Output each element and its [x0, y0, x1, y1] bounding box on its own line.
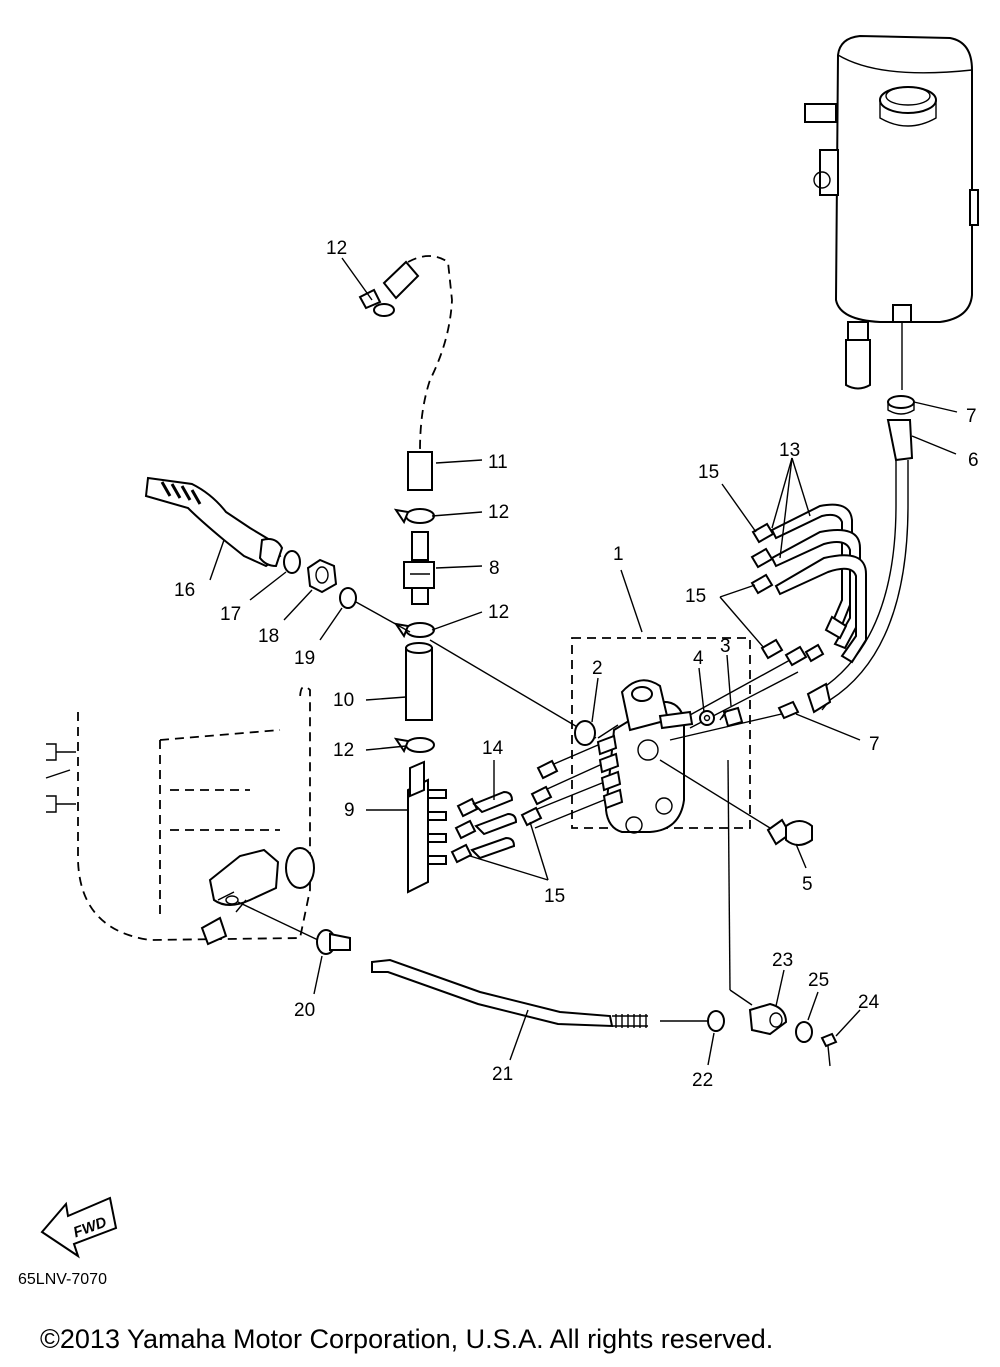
clamps-15 — [450, 522, 825, 864]
callout-4: 4 — [693, 648, 704, 669]
callout-20: 20 — [294, 1000, 315, 1021]
ball-joint-23 — [748, 1002, 788, 1036]
clamp-12-bottom — [393, 737, 435, 754]
callout-3: 3 — [720, 636, 731, 657]
callout-13: 13 — [779, 440, 800, 461]
callout-12-top: 12 — [326, 238, 347, 259]
nut-22 — [707, 1010, 725, 1032]
callout-1: 1 — [613, 544, 624, 565]
engine-block — [45, 685, 315, 946]
distributor-9 — [407, 760, 447, 894]
callout-7-tank: 7 — [966, 406, 977, 427]
clamp-12-lower-mid — [393, 622, 435, 639]
hose-11 — [382, 255, 453, 491]
bolt-5 — [766, 818, 813, 846]
callout-12-lower: 12 — [488, 602, 509, 623]
callout-10: 10 — [333, 690, 354, 711]
callout-7-pump: 7 — [869, 734, 880, 755]
washer-17 — [283, 550, 301, 574]
drive-gear-16 — [144, 476, 284, 568]
oil-tank — [804, 34, 979, 390]
callout-6: 6 — [968, 450, 979, 471]
callout-12-bottom: 12 — [333, 740, 354, 761]
callout-16: 16 — [174, 580, 195, 601]
clamp-12-upper-mid — [393, 508, 435, 525]
callout-17: 17 — [220, 604, 241, 625]
fwd-arrow-icon: FWD — [40, 1196, 118, 1259]
diagram-code: 65LNV-7070 — [18, 1271, 107, 1288]
callout-21: 21 — [492, 1064, 513, 1085]
callout-leaders — [209, 257, 958, 1066]
callout-15-middle: 15 — [685, 586, 706, 607]
callout-18: 18 — [258, 626, 279, 647]
callout-2: 2 — [592, 658, 603, 679]
callout-labels: 1 2 3 4 5 6 7 7 8 9 10 11 12 12 12 12 13… — [174, 238, 979, 1091]
callout-24: 24 — [858, 992, 880, 1013]
callout-15-upper: 15 — [698, 462, 719, 483]
callout-14: 14 — [482, 738, 504, 759]
copyright-notice: ©2013 Yamaha Motor Corporation, U.S.A. A… — [40, 1324, 773, 1354]
callout-15-lower: 15 — [544, 886, 565, 907]
oil-hoses-13 — [770, 503, 867, 664]
callout-22: 22 — [692, 1070, 713, 1091]
callout-23: 23 — [772, 950, 793, 971]
o-ring-2 — [574, 720, 596, 746]
control-rod-21 — [371, 958, 648, 1028]
bolt-3 — [719, 706, 744, 728]
washer-25 — [795, 1021, 813, 1043]
oil-pump-assembly — [571, 637, 751, 834]
shaft-axis-line — [355, 601, 411, 633]
callout-11: 11 — [488, 452, 508, 473]
o-ring-19 — [339, 587, 357, 609]
callout-19: 19 — [294, 648, 315, 669]
clamp-12-top — [358, 288, 395, 317]
washer-4 — [699, 710, 715, 726]
hoses-14 — [470, 790, 518, 860]
callout-9: 9 — [344, 800, 355, 821]
ball-joint-20 — [316, 929, 351, 955]
linkage-line — [237, 901, 319, 941]
hose-10 — [405, 642, 433, 721]
callout-25: 25 — [808, 970, 829, 991]
clamps-7 — [777, 700, 800, 720]
bushing-18 — [306, 558, 338, 594]
callout-8: 8 — [489, 558, 500, 579]
callout-5: 5 — [802, 874, 813, 895]
oil-hose-6 — [806, 395, 915, 714]
callout-12-upper: 12 — [488, 502, 509, 523]
cotter-pin-24 — [820, 1032, 838, 1067]
joint-8 — [403, 531, 435, 605]
